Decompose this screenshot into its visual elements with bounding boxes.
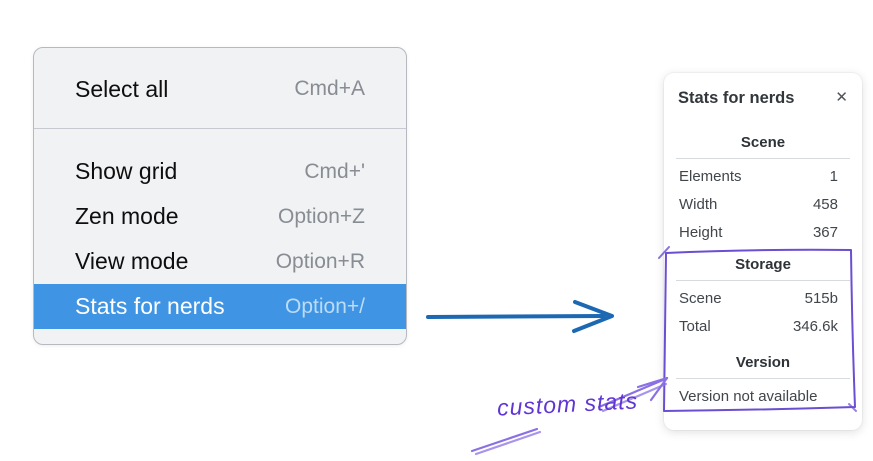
stat-label: Height — [679, 224, 723, 241]
menu-item-shortcut: Option+Z — [278, 204, 365, 228]
context-menu: Select all Cmd+A Show grid Cmd+' Zen mod… — [33, 47, 407, 345]
stat-row-height: Height 367 — [664, 219, 862, 247]
stat-row-width: Width 458 — [664, 191, 862, 219]
menu-item-label: Stats for nerds — [75, 293, 225, 319]
stat-row-scene-storage: Scene 515b — [664, 285, 862, 313]
stats-panel: Stats for nerds ✕ Scene Elements 1 Width… — [664, 73, 862, 430]
stats-panel-title: Stats for nerds — [678, 89, 795, 107]
stat-value: 1 — [829, 168, 838, 185]
section-divider — [676, 280, 850, 281]
menu-item-label: View mode — [75, 248, 189, 274]
menu-divider — [34, 128, 406, 129]
stat-label: Elements — [679, 168, 742, 185]
menu-item-stats-for-nerds[interactable]: Stats for nerds Option+/ — [34, 284, 406, 329]
stat-row-elements: Elements 1 — [664, 163, 862, 191]
section-divider — [676, 378, 850, 379]
section-divider — [676, 158, 850, 159]
menu-item-shortcut: Cmd+' — [304, 159, 365, 183]
stat-label: Width — [679, 196, 718, 213]
stat-label: Scene — [679, 290, 722, 307]
menu-item-shortcut: Option+R — [275, 249, 365, 273]
menu-item-label: Show grid — [75, 158, 178, 184]
menu-item-show-grid[interactable]: Show grid Cmd+' — [34, 149, 406, 194]
menu-item-select-all[interactable]: Select all Cmd+A — [34, 66, 406, 112]
section-header-storage: Storage — [735, 256, 791, 273]
close-icon[interactable]: ✕ — [835, 87, 848, 109]
section-header-version: Version — [735, 354, 791, 371]
menu-item-shortcut: Option+/ — [285, 294, 365, 318]
menu-item-shortcut: Cmd+A — [294, 77, 365, 100]
menu-item-zen-mode[interactable]: Zen mode Option+Z — [34, 194, 406, 239]
stat-row-total-storage: Total 346.6k — [664, 313, 862, 341]
stats-panel-header: Stats for nerds ✕ — [664, 87, 862, 109]
stat-value: 346.6k — [792, 318, 838, 335]
stat-value: 458 — [812, 196, 838, 213]
pointer-arrow — [426, 300, 614, 333]
menu-item-label: Select all — [75, 75, 169, 102]
menu-item-view-mode[interactable]: View mode Option+R — [34, 239, 406, 284]
custom-stats-annotation-label: custom stats — [496, 387, 639, 421]
version-note: Version not available — [679, 388, 818, 405]
menu-item-label: Zen mode — [75, 203, 179, 229]
section-header-scene: Scene — [740, 134, 786, 151]
stat-value: 515b — [804, 290, 838, 307]
stat-label: Total — [679, 318, 711, 335]
stat-value: 367 — [812, 224, 838, 241]
